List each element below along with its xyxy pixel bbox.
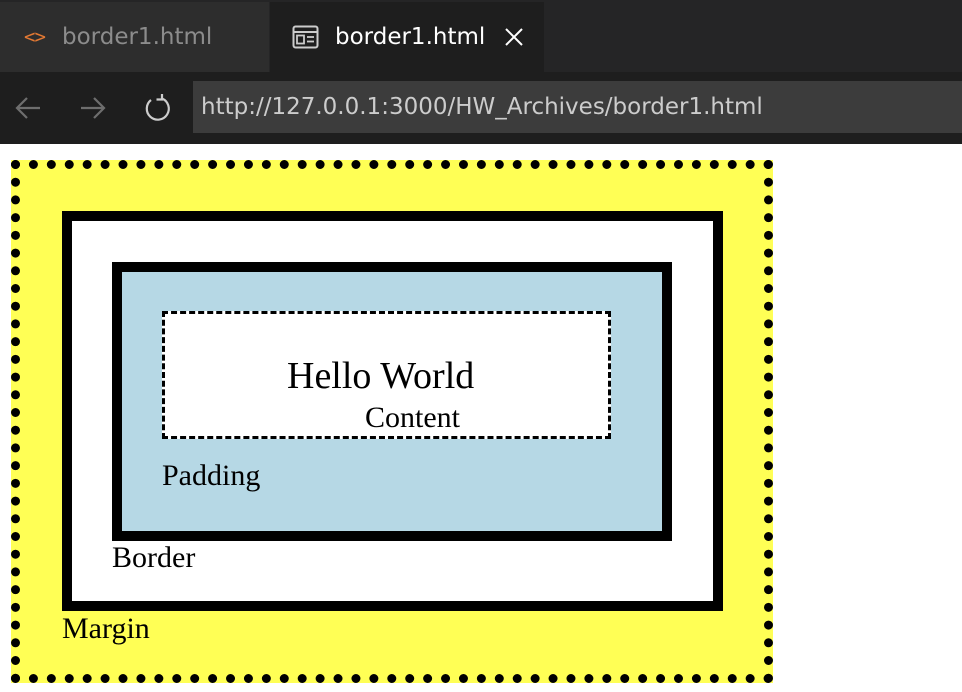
tab-border1-preview[interactable]: border1.html [270, 2, 544, 72]
margin-label: Margin [62, 612, 150, 645]
forward-button[interactable] [77, 92, 109, 124]
tab-bar: <> border1.html border1.html [0, 0, 962, 72]
arrow-right-icon [81, 97, 106, 119]
browser-toolbar: http://127.0.0.1:3000/HW_Archives/border… [0, 72, 962, 144]
preview-icon [292, 25, 319, 49]
content-label: Content [365, 401, 460, 434]
code-icon: <> [24, 26, 46, 48]
padding-label: Padding [162, 459, 261, 492]
border-label: Border [112, 541, 196, 574]
tab-label: border1.html [335, 24, 486, 50]
reload-icon [145, 94, 170, 121]
close-icon[interactable] [503, 26, 525, 48]
content-box [162, 311, 611, 439]
reload-button[interactable] [142, 92, 174, 124]
back-button[interactable] [12, 92, 44, 124]
hello-world-heading: Hello World [287, 355, 475, 397]
tab-border1-source[interactable]: <> border1.html [0, 2, 269, 72]
arrow-left-icon [15, 97, 40, 119]
tab-label: border1.html [62, 24, 213, 50]
url-input[interactable]: http://127.0.0.1:3000/HW_Archives/border… [193, 81, 962, 133]
